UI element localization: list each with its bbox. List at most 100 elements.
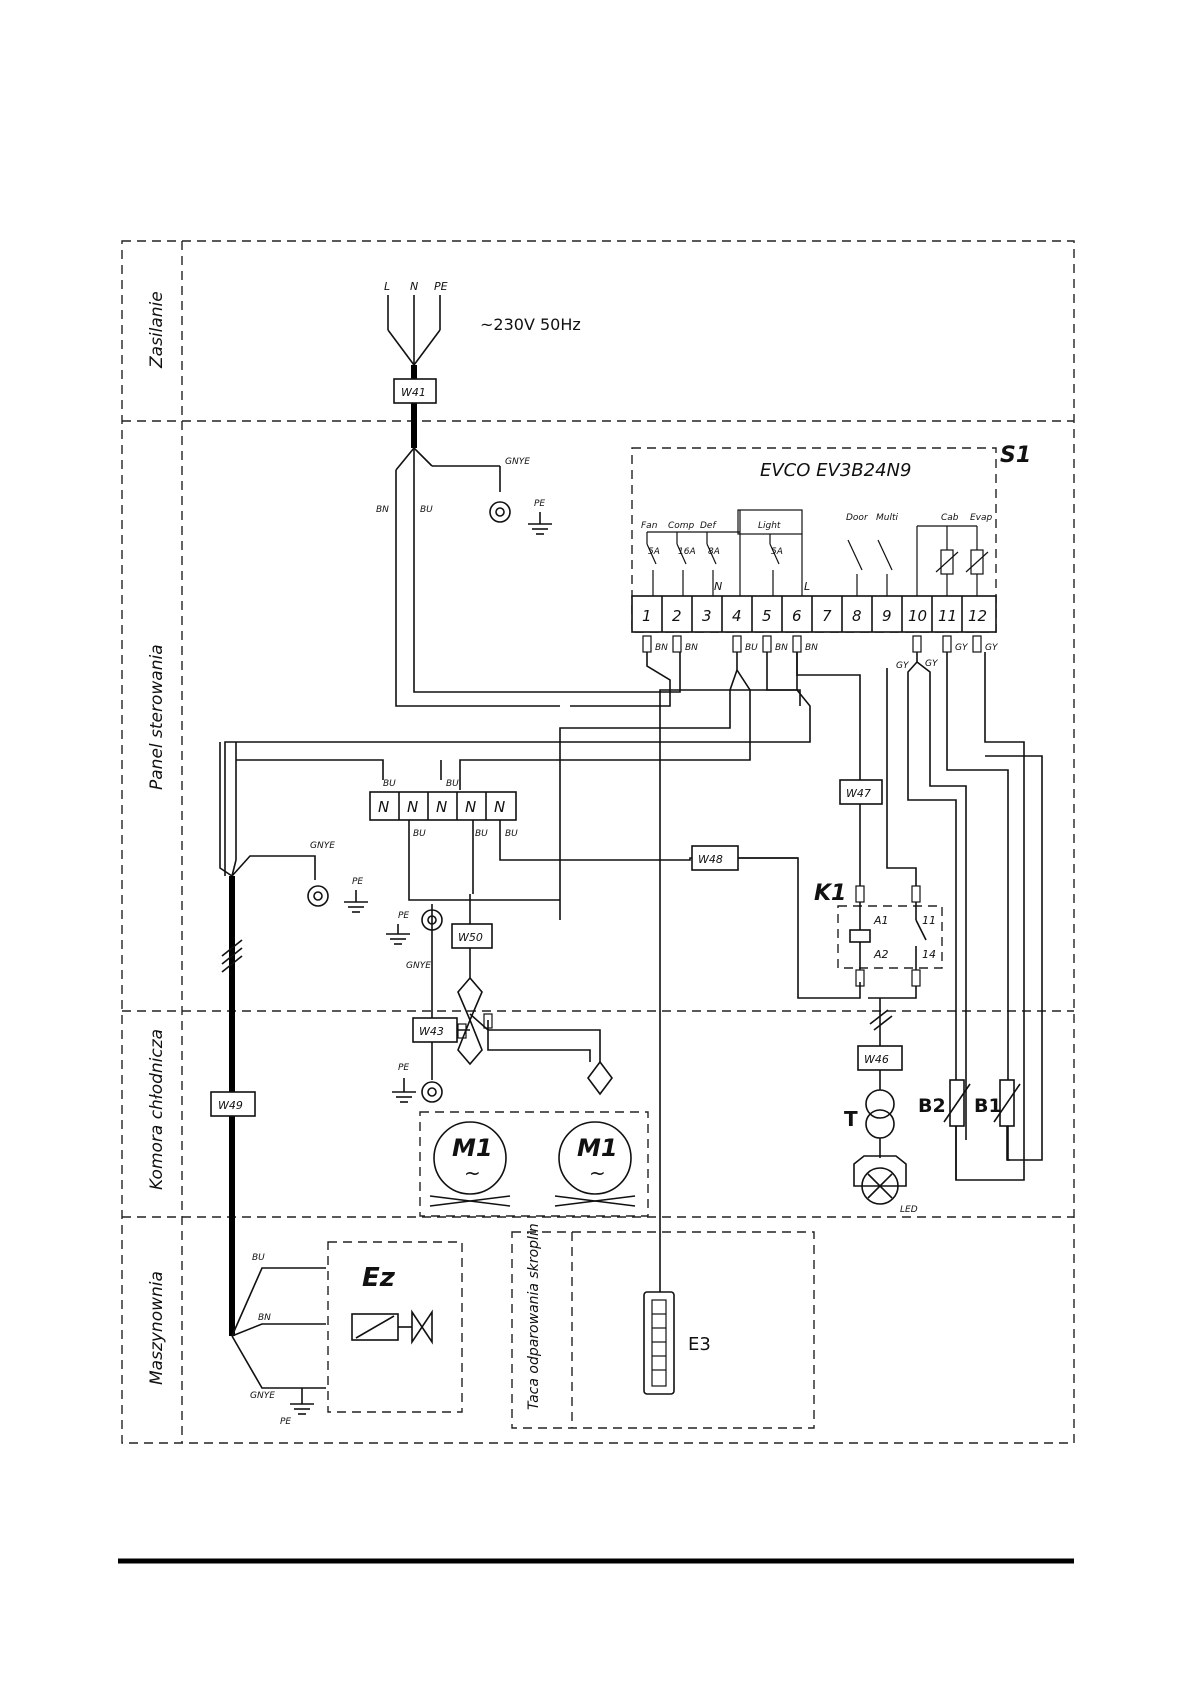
wire-label-gnye-3: GNYE: [406, 961, 431, 971]
controller-terminal-strip: [631, 595, 997, 633]
motor-2: [554, 1121, 636, 1207]
controller-n-label: N: [714, 580, 722, 593]
motors-frame: [419, 1111, 649, 1217]
control-supply-split: [395, 447, 511, 523]
wire-label-gy-t10b: GY: [925, 659, 939, 669]
neutral-n-4: N: [465, 798, 476, 816]
ground-icon: [344, 890, 368, 913]
wire-label-bu-t4: BU: [745, 643, 758, 653]
motor-1: [429, 1121, 511, 1207]
cable-w47-box: [839, 779, 883, 805]
input-cab-label: Cab: [941, 513, 959, 523]
cable-w48-box: [691, 845, 739, 871]
sensor-b1-label: B1: [974, 1095, 1002, 1117]
motor-1-ac-symbol: ~: [464, 1161, 481, 1185]
motor-2-label: M1: [577, 1134, 618, 1162]
controller-model: EVCO EV3B24N9: [760, 460, 911, 481]
relay-c11: 11: [922, 914, 936, 927]
wire-label-bu-n5: BU: [505, 829, 518, 839]
heater-e3-icon: [643, 1245, 675, 1395]
wire-label-gy-t11: GY: [955, 643, 969, 653]
cable-w50-label: W50: [458, 931, 483, 944]
terminal-8: 8: [852, 607, 862, 625]
terminal-5: 5: [762, 607, 772, 625]
led-label: LED: [900, 1205, 918, 1215]
terminal-6: 6: [792, 607, 802, 625]
neutral-n-2: N: [407, 798, 418, 816]
pe-label-4: PE: [398, 1063, 409, 1073]
output-fan-label: Fan: [641, 521, 658, 531]
cable-w43-box: [412, 1017, 458, 1043]
output-comp-rating: 16A: [678, 547, 696, 557]
machine-room-wiring: [231, 1267, 326, 1415]
wire-label-bn-t5: BN: [775, 643, 788, 653]
relay-a1: A1: [873, 914, 889, 927]
wire-label-bu-mr: BU: [252, 1253, 265, 1263]
neutral-terminal-block: [369, 791, 517, 821]
wire-label-gnye-1: GNYE: [505, 457, 530, 467]
cable-w49-label: W49: [218, 1099, 243, 1112]
output-fan-rating: 5A: [648, 547, 660, 557]
pe-ring-terminal-icon: [489, 501, 511, 523]
zone-label-machine-room: Maszynownia: [147, 1271, 167, 1385]
tray-frame: [511, 1231, 815, 1429]
cable-w41-label: W41: [401, 386, 426, 399]
cable-w50-box: [451, 923, 493, 949]
controller-l-label: L: [804, 580, 810, 593]
cable-w47-label: W47: [846, 787, 871, 800]
controller-internal-wiring: [646, 509, 989, 596]
controller-id: S1: [1000, 443, 1031, 468]
wire-label-bn-mr: BN: [258, 1313, 271, 1323]
sensor-b1: [985, 755, 1043, 1161]
output-def-label: Def: [700, 521, 717, 531]
solenoid-valve-icon: [351, 1309, 433, 1345]
terminal-7: 7: [822, 607, 832, 625]
zone-label-supply: Zasilanie: [147, 291, 167, 369]
cable-w48-label: W48: [698, 853, 723, 866]
relay-id: K1: [814, 881, 846, 906]
relay-c14: 14: [922, 948, 936, 961]
sensor-b2: [943, 1079, 971, 1180]
wire-label-bn-1: BN: [376, 505, 389, 515]
neutral-n-5: N: [494, 798, 505, 816]
wire-label-gnye-2: GNYE: [310, 841, 335, 851]
supply-voltage: ~230V 50Hz: [480, 315, 581, 334]
cable-w49-box: [210, 1091, 256, 1117]
neutral-n-1: N: [378, 798, 389, 816]
terminal-2: 2: [672, 607, 682, 625]
input-door-label: Door: [846, 513, 869, 523]
zone-frame: [121, 240, 1075, 1444]
wire-label-gy-t12: GY: [985, 643, 999, 653]
pe-label-2: PE: [352, 877, 363, 887]
terminal-3: 3: [702, 607, 712, 625]
sensor-b2-label: B2: [918, 1095, 946, 1117]
wire-label-bu-n1: BU: [383, 779, 396, 789]
wire-label-bu-n2: BU: [413, 829, 426, 839]
output-light-label: Light: [758, 521, 781, 531]
zone-label-control-panel: Panel sterowania: [147, 644, 167, 790]
pe-label-1: PE: [534, 499, 545, 509]
panel-wiring: [219, 470, 1025, 1245]
motor-2-ac-symbol: ~: [589, 1161, 606, 1185]
led-lamp-icon: [853, 1155, 907, 1187]
output-comp-label: Comp: [668, 521, 695, 531]
relay-k1: [849, 885, 927, 999]
cable-w41-box: [393, 378, 437, 404]
relay-a2: A2: [873, 948, 889, 961]
ground-icon: [528, 512, 552, 535]
valve-ez-frame: [327, 1241, 463, 1413]
wire-label-bu-n4: BU: [475, 829, 488, 839]
wire-label-gy-t10a: GY: [896, 661, 910, 671]
valve-id: Ez: [362, 1263, 396, 1293]
pe-label-mr: PE: [280, 1417, 291, 1427]
transformer-id: T: [844, 1107, 858, 1131]
zone-label-cold-chamber: Komora chłodnicza: [147, 1029, 167, 1190]
wire-label-bu-1: BU: [420, 505, 433, 515]
fan-wiring: [412, 894, 613, 1103]
terminal-9: 9: [882, 607, 892, 625]
output-def-rating: 8A: [708, 547, 720, 557]
transformer-icon: [865, 1089, 895, 1119]
supply-label-pe: PE: [434, 280, 448, 293]
input-evap-label: Evap: [970, 513, 993, 523]
